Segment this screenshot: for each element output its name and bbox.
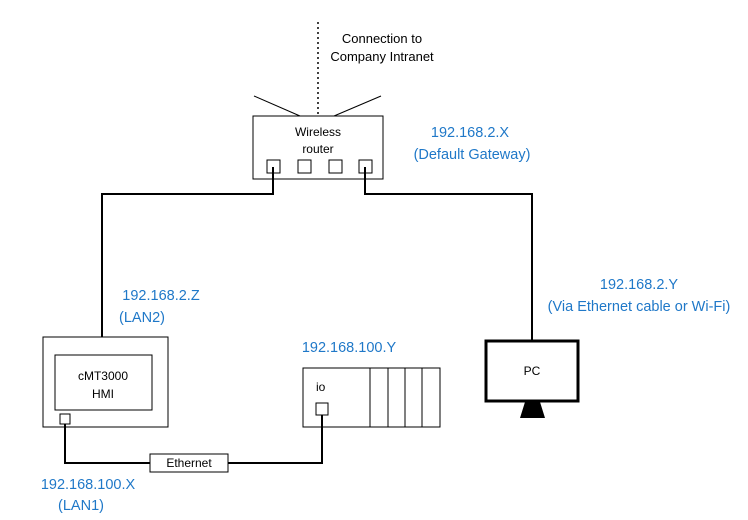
ethernet-label: Ethernet [166,456,212,470]
hmi-lan2-label: (LAN2) [119,310,165,326]
router-port-2 [297,159,312,174]
intranet-label-line2: Company Intranet [330,49,434,64]
cable-router-to-pc [364,167,533,341]
pc-monitor: PC [484,339,580,418]
hmi-lan1-label: (LAN1) [58,498,104,514]
hmi-device: cMT3000 HMI [42,336,169,428]
router-antenna-right [333,95,382,117]
hmi-label-line2: HMI [92,387,114,401]
ethernet-cable-tag: Ethernet [149,453,229,473]
io-label: io [316,380,326,394]
io-port [315,402,329,416]
hmi-screen [54,354,153,411]
wireless-router: Wireless router [252,115,384,180]
router-antenna-left [253,95,301,117]
pc-label: PC [524,364,541,378]
cable-router-to-hmi [101,167,274,337]
pc-ip: 192.168.2.Y [600,277,679,293]
router-port-3 [328,159,343,174]
router-label-line1: Wireless [295,125,341,139]
hmi-label-line1: cMT3000 [78,369,128,383]
router-role: (Default Gateway) [414,147,531,163]
router-label-line2: router [302,142,333,156]
io-device: io [302,367,441,428]
router-ip: 192.168.2.X [431,125,510,141]
hmi-lan2-ip: 192.168.2.Z [122,288,200,304]
pc-monitor-stand [520,402,545,418]
io-ip: 192.168.100.Y [302,340,397,356]
hmi-lan1-ip: 192.168.100.X [41,477,136,493]
hmi-lan1-port [59,413,71,425]
intranet-label-line1: Connection to [342,31,422,46]
pc-connection: (Via Ethernet cable or Wi-Fi) [548,299,731,315]
